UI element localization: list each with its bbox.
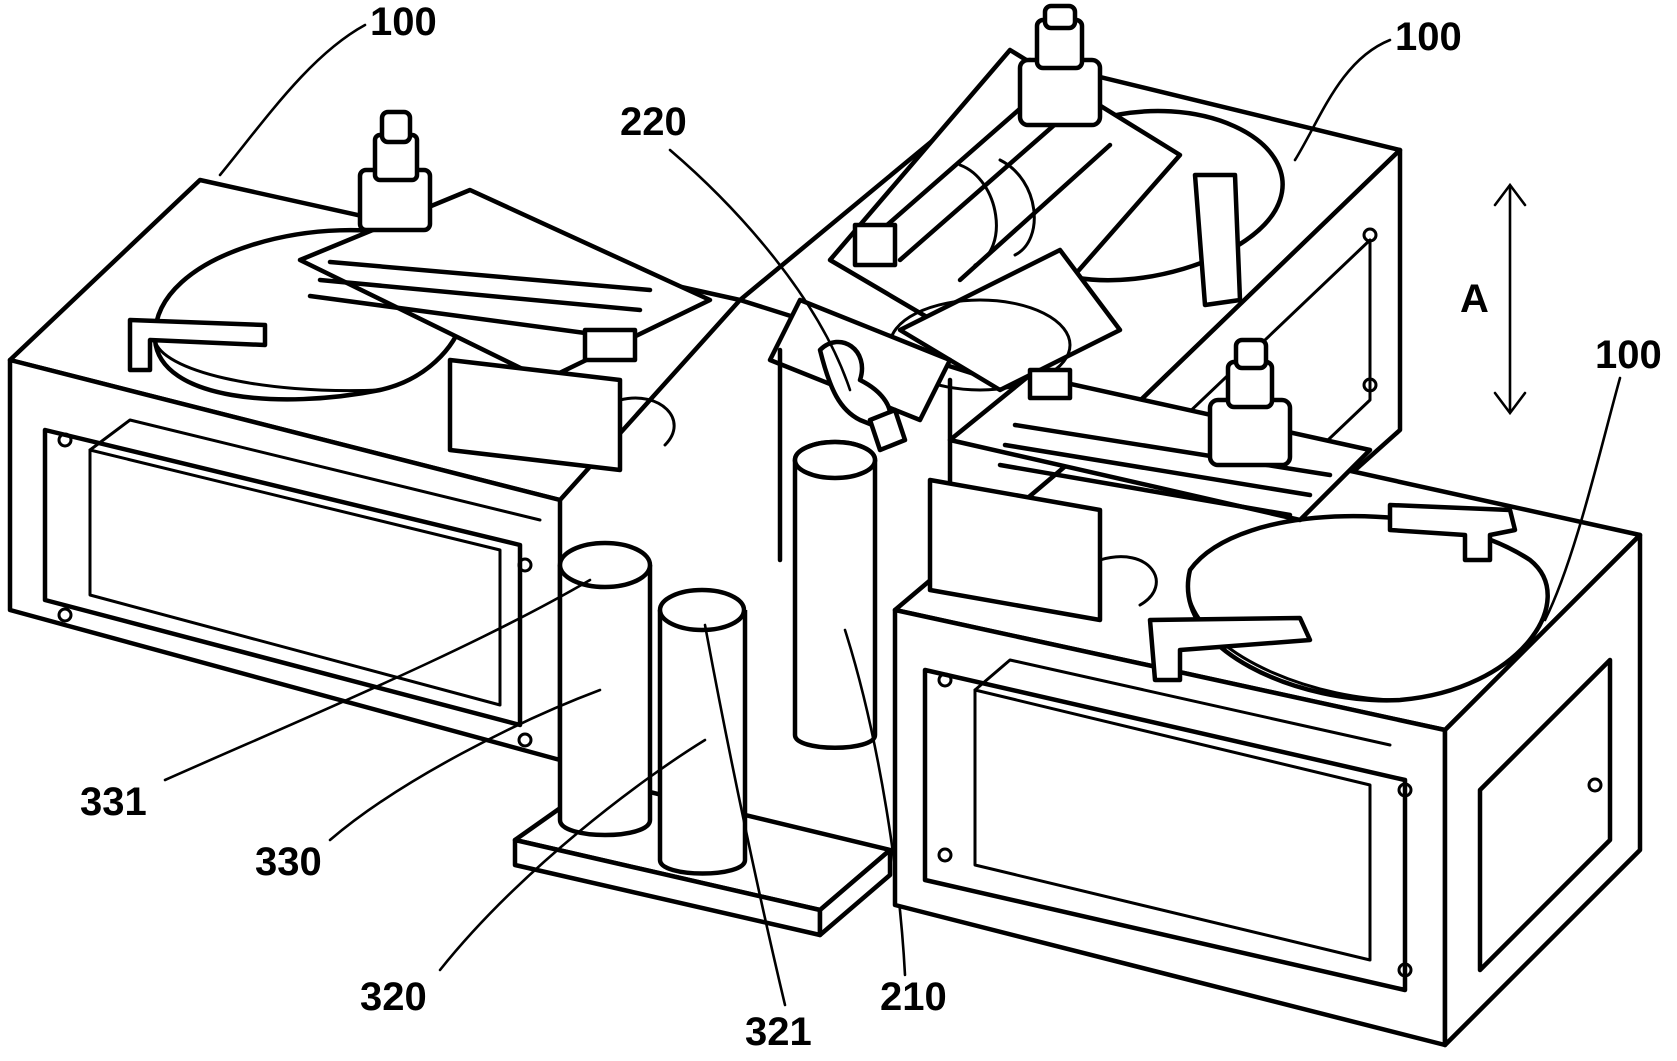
gripper-assembly	[767, 297, 953, 613]
column-210	[792, 439, 878, 750]
leader-unit-right	[1543, 376, 1622, 622]
label-arrow-a: A	[1460, 277, 1489, 321]
left-unit-slide-assembly	[297, 109, 713, 473]
label-unit-left: 100	[370, 0, 437, 44]
leader-330	[328, 688, 602, 842]
leader-320	[438, 738, 707, 972]
label-210: 210	[880, 975, 947, 1019]
top-unit-slide-assembly	[827, 3, 1183, 393]
label-330: 330	[255, 840, 322, 884]
label-321: 321	[745, 1010, 812, 1054]
leader-gripper-220	[668, 148, 852, 392]
leader-331	[163, 578, 592, 782]
leader-321	[703, 623, 787, 1007]
label-unit-top: 100	[1395, 15, 1462, 59]
label-331: 331	[80, 780, 147, 824]
leader-unit-top	[1293, 38, 1392, 162]
label-gripper-220: 220	[620, 100, 687, 144]
leader-210	[843, 628, 907, 977]
column-320	[657, 587, 748, 876]
right-unit-turntable	[1147, 502, 1550, 703]
direction-arrow	[1493, 182, 1527, 416]
column-330	[557, 540, 653, 838]
right-unit-slide-assembly	[927, 337, 1373, 623]
leader-unit-left	[218, 23, 367, 177]
label-unit-right: 100	[1595, 333, 1662, 377]
label-320: 320	[360, 975, 427, 1019]
